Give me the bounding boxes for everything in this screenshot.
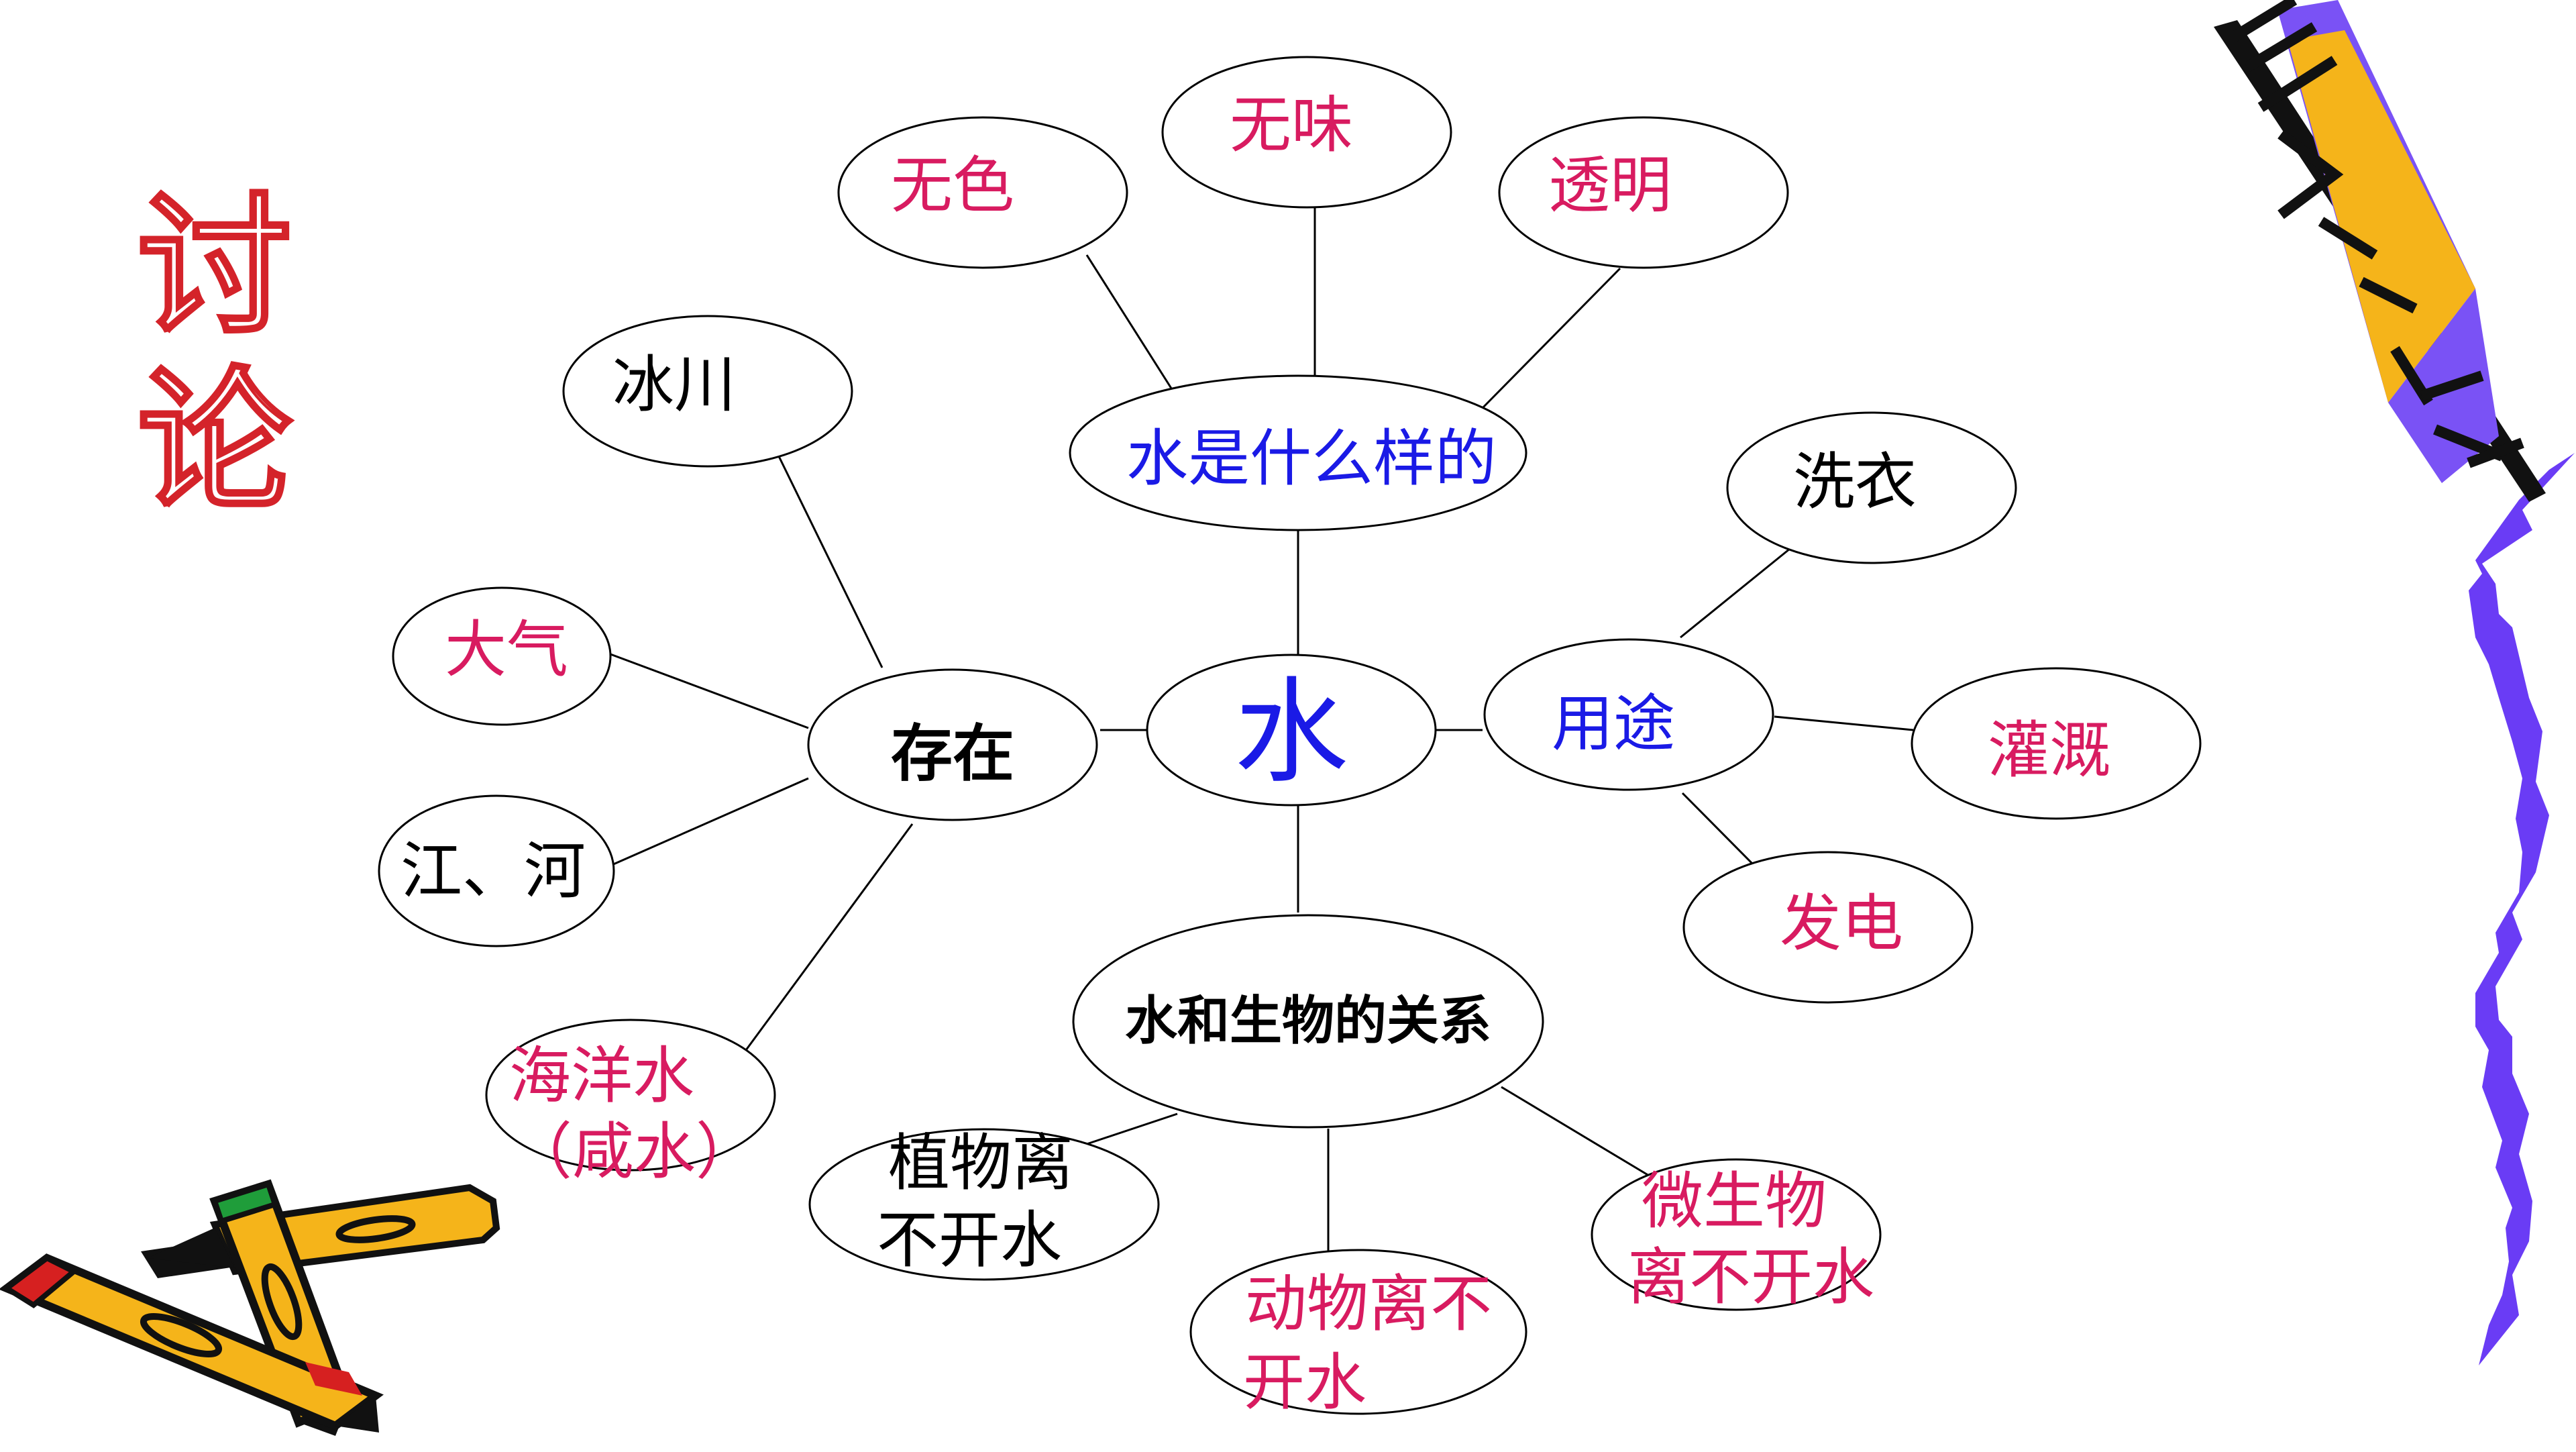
- uses-label: 用途: [1552, 688, 1675, 760]
- connector-rivers: [610, 777, 809, 867]
- electricity-label: 发电: [1780, 888, 1903, 960]
- atmosphere-node: [392, 586, 612, 726]
- appearance-node: [1069, 374, 1527, 531]
- colorless-node: [837, 116, 1128, 269]
- animals-node: [1189, 1249, 1527, 1415]
- connector-colorless: [1085, 254, 1175, 393]
- electricity-node: [1682, 851, 1974, 1004]
- transparent-node: [1498, 116, 1789, 269]
- connector-irrigation: [1774, 715, 1914, 731]
- tasteless-node: [1161, 56, 1452, 209]
- plants-label-line-1: 植物离: [888, 1127, 1073, 1199]
- irrigation-node: [1911, 667, 2202, 820]
- existence-label: 存在: [891, 718, 1014, 790]
- pencil-icon-bottom-left: [0, 1179, 500, 1436]
- rivers-label: 江、河: [400, 835, 586, 907]
- microbes-label-line-2: 离不开水: [1627, 1241, 1874, 1313]
- laundry-label: 洗衣: [1793, 446, 1917, 518]
- connector-microbes: [1501, 1086, 1650, 1177]
- connector-transparent: [1481, 267, 1621, 409]
- connector-atmosphere: [610, 653, 809, 729]
- existence-node: [807, 668, 1098, 821]
- plants-node: [808, 1128, 1160, 1281]
- title-char-1: 讨: [138, 178, 292, 358]
- relations-node: [1072, 914, 1544, 1129]
- connector-plants: [1086, 1112, 1178, 1145]
- seawater-label-line-2: （咸水）: [511, 1116, 757, 1188]
- microbes-node: [1591, 1158, 1882, 1311]
- title-char-2: 论: [138, 353, 293, 532]
- center-label: 水: [1234, 666, 1348, 799]
- laundry-node: [1726, 411, 2017, 564]
- pencil-icon-top-right: [2214, 0, 2546, 502]
- connector-laundry: [1680, 548, 1790, 639]
- uses-node: [1483, 638, 1774, 791]
- relations-label: 水和生物的关系: [1125, 991, 1491, 1051]
- animals-label-line-2: 开水: [1243, 1347, 1366, 1418]
- appearance-label: 水是什么样的: [1126, 423, 1497, 495]
- tasteless-label: 无味: [1230, 89, 1353, 161]
- seawater-label-line-1: 海洋水: [509, 1040, 694, 1112]
- title: 讨 论: [136, 177, 294, 533]
- microbes-label-line-1: 微生物: [1642, 1165, 1827, 1237]
- nodes: [378, 56, 2202, 1415]
- seawater-node: [485, 1019, 776, 1172]
- wavy-line-decoration: [2469, 453, 2575, 1365]
- center-node: [1146, 654, 1437, 807]
- connectors: [610, 207, 1914, 1251]
- animals-label-line-1: 动物离不: [1245, 1268, 1492, 1340]
- atmosphere-label: 大气: [445, 614, 568, 686]
- irrigation-label: 灌溉: [1988, 715, 2111, 786]
- glacier-label: 冰川: [612, 349, 736, 421]
- rivers-node: [378, 794, 615, 947]
- colorless-label: 无色: [891, 150, 1014, 221]
- labels: 水 水是什么样的 存在 用途 水和生物的关系 无色 无味 透明 冰川 大气 江、…: [400, 89, 2111, 1418]
- connector-glacier: [777, 454, 883, 668]
- connector-seawater: [745, 823, 914, 1051]
- plants-label-line-2: 不开水: [877, 1204, 1062, 1276]
- connector-electricity: [1681, 792, 1759, 870]
- transparent-label: 透明: [1548, 150, 1672, 221]
- glacier-node: [562, 315, 853, 468]
